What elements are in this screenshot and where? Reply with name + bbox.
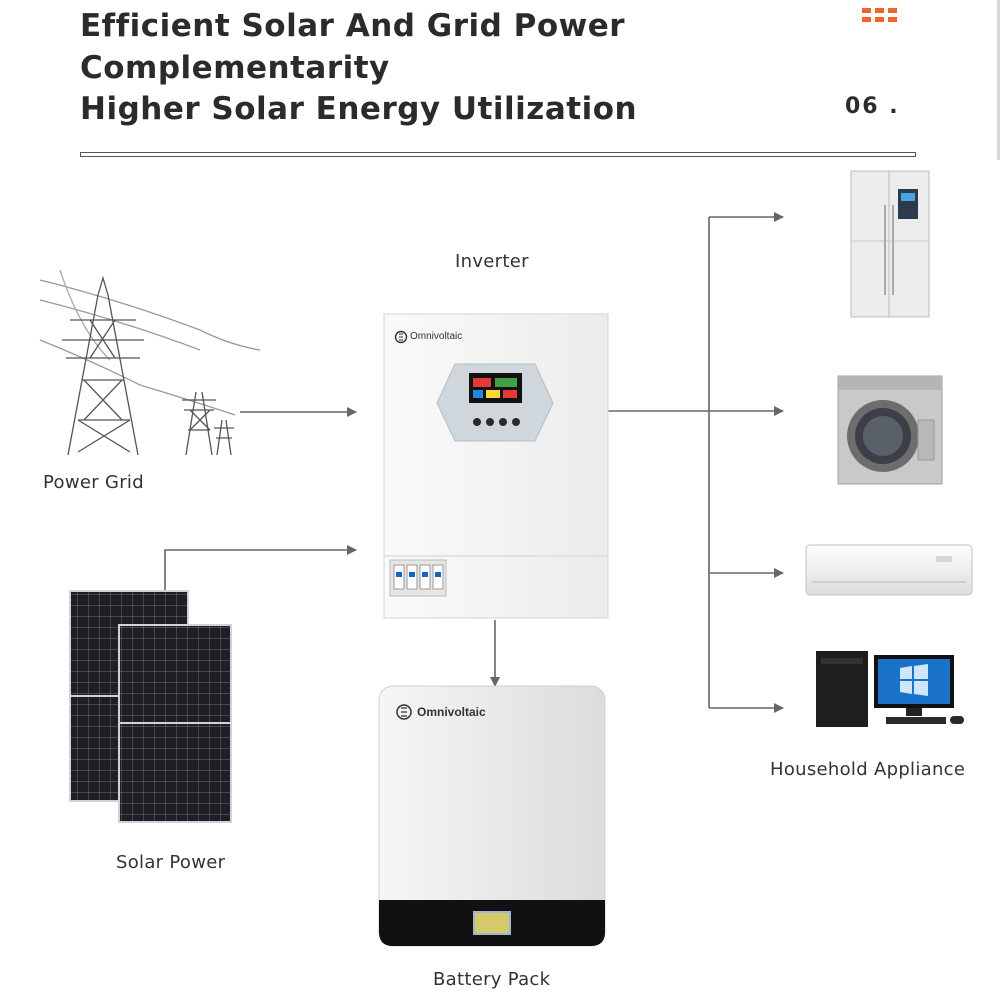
inverter-display [469,373,522,403]
air-conditioner-icon [805,544,973,596]
connection-lines [164,212,784,713]
inverter-device [383,313,609,619]
header-divider [80,152,916,157]
page-number: 06 . [845,94,900,119]
brand-logo-icon [396,704,412,720]
decorative-dots-icon [862,8,897,22]
battery-indicator [473,911,511,935]
title-line-2: Complementarity [80,50,390,86]
battery-device [378,685,606,947]
battery-pack-label: Battery Pack [433,969,551,990]
solar-to-inverter-arrow [164,545,357,590]
refrigerator-icon [850,170,930,318]
desktop-computer-icon [816,651,964,727]
inverter-brand: Omnivoltaic [410,331,463,342]
edge-divider [997,0,1000,160]
battery-brand: Omnivoltaic [417,705,486,719]
solar-panel-icon [69,590,232,823]
inverter-label: Inverter [455,251,529,272]
power-tower-icon [39,269,261,456]
power-grid-label: Power Grid [43,472,144,493]
household-appliance-label: Household Appliance [770,759,966,780]
title-line-3: Higher Solar Energy Utilization [80,91,638,127]
title-line-1: Efficient Solar And Grid Power [80,8,626,44]
solar-power-label: Solar Power [116,852,226,873]
washing-machine-icon [837,375,943,485]
brand-logo-icon [394,330,408,344]
